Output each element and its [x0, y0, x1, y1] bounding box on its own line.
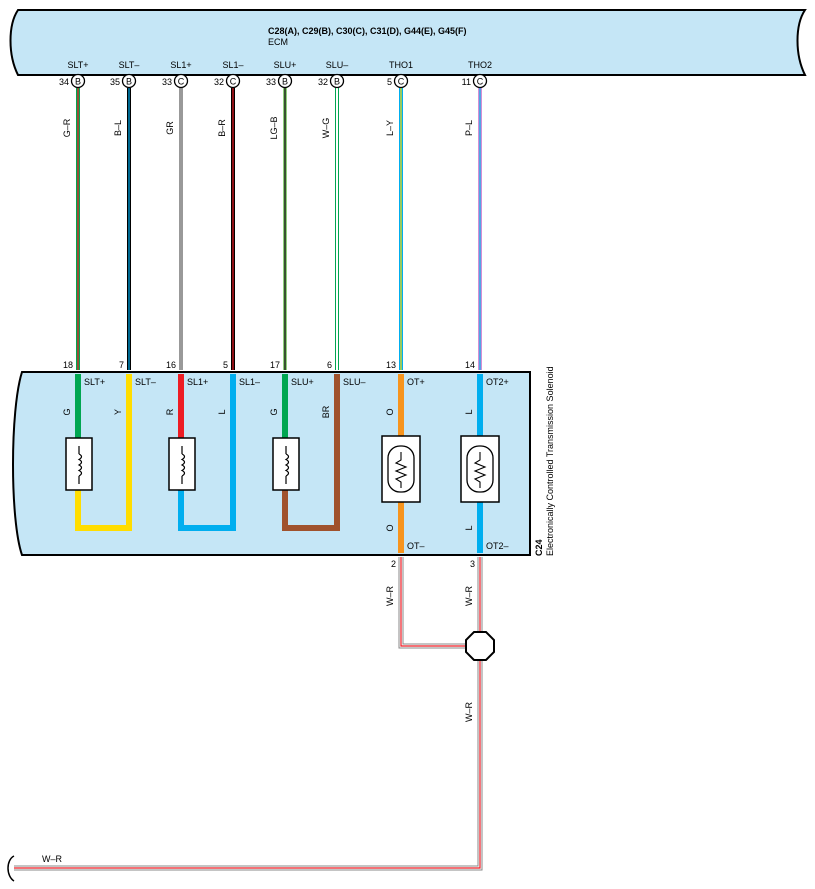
internal-color-label: L [464, 409, 474, 414]
connector-letter: B [334, 77, 340, 87]
bottom-pin-number: 2 [391, 559, 396, 569]
ecm-pin-number: 33 [162, 77, 172, 87]
ecm-connector-circles: B B C C B B C C [70, 73, 488, 89]
connector-letter: B [282, 77, 288, 87]
solenoid-signal-labels: SLT+ SLT– SL1+ SL1– SLU+ SLU– OT+ OT2+ O… [84, 377, 509, 551]
solenoid-signal-label: SLU– [343, 377, 366, 387]
connector-circle: B [277, 73, 293, 89]
wire-color-label: B–L [113, 120, 123, 136]
solenoid-signal-label: OT2+ [486, 377, 509, 387]
wire-color-label: W–R [464, 586, 474, 607]
solenoid-coil-icon [272, 437, 300, 491]
internal-color-label: G [62, 408, 72, 415]
solenoid-signal-label: OT2– [486, 541, 509, 551]
solenoid-coil-icon [65, 437, 93, 491]
connector-letter: C [178, 77, 185, 87]
connector-circle: B [70, 73, 86, 89]
thermistor-icon [460, 435, 500, 503]
solenoid-signal-label: SLU+ [291, 377, 314, 387]
wire-color-label: LG–B [269, 116, 279, 139]
ecm-signal-label: SLT– [119, 60, 140, 70]
wire-color-label: W–G [321, 118, 331, 139]
solenoid-name: Electronically Controlled Transmission S… [545, 366, 555, 556]
wire-color-label: GR [165, 121, 175, 135]
wire-color-label: L–Y [385, 120, 395, 136]
connector-circle: B [329, 73, 345, 89]
ecm-name-label: ECM [268, 37, 288, 47]
solenoid-pin-number: 6 [327, 360, 332, 370]
ecm-pin-number: 32 [214, 77, 224, 87]
harness-wire-labels: G–R B–L GR B–R LG–B W–G L–Y P–L [62, 116, 474, 139]
ecm-connectors-label: C28(A), C29(B), C30(C), C31(D), G44(E), … [268, 26, 467, 36]
internal-color-label: O [385, 408, 395, 415]
ecm-pin-number: 11 [462, 77, 471, 87]
harness-wires [76, 88, 482, 370]
ecm-pin-signals: SLT+ SLT– SL1+ SL1– SLU+ SLU– THO1 THO2 [67, 60, 492, 70]
ecm-pin-number: 34 [59, 77, 69, 87]
ecm-pin-number: 35 [110, 77, 120, 87]
ecm-signal-label: SLU– [326, 60, 349, 70]
solenoid-signal-label: OT– [407, 541, 425, 551]
internal-color-label: L [217, 409, 227, 414]
solenoid-pin-number: 17 [270, 360, 280, 370]
solenoid-signal-label: OT+ [407, 377, 425, 387]
thermistor-icon [381, 435, 421, 503]
connector-circle: C [393, 73, 409, 89]
wire-color-label: B–R [217, 119, 227, 137]
ground-wire-labels: W–R W–R W–R W–R [42, 586, 474, 865]
connector-circle: B [121, 73, 137, 89]
solenoid-pin-number: 14 [465, 360, 475, 370]
ecm-pin-number: 33 [266, 77, 276, 87]
solenoid-signal-label: SLT– [135, 377, 156, 387]
ecm-pin-number: 5 [387, 77, 392, 87]
solenoid-signal-label: SL1+ [187, 377, 208, 387]
solenoid-code: C24 [534, 539, 544, 556]
wire-color-label: W–R [42, 854, 63, 864]
ecm-signal-label: SLT+ [67, 60, 88, 70]
wire-color-label: W–R [464, 702, 474, 723]
solenoid-coil-icon [168, 437, 196, 491]
internal-color-label: Y [113, 409, 123, 415]
ecm-signal-label: SL1– [222, 60, 243, 70]
internal-color-label: L [464, 525, 474, 530]
connector-letter: C [477, 77, 484, 87]
connector-letter: C [398, 77, 405, 87]
internal-color-label: G [269, 408, 279, 415]
internal-color-label: BR [321, 405, 331, 418]
connector-letter: B [126, 77, 132, 87]
ground-wires [14, 557, 483, 871]
bottom-pin-number: 3 [470, 559, 475, 569]
ecm-pin-number: 32 [318, 77, 328, 87]
internal-color-label: O [385, 524, 395, 531]
connector-circle: C [225, 73, 241, 89]
wire-color-label: G–R [62, 118, 72, 137]
bottom-pin-numbers: 2 3 [391, 559, 475, 569]
ecm-pin-numbers: 34 35 33 32 33 32 5 11 [59, 77, 471, 87]
solenoid-signal-label: SLT+ [84, 377, 105, 387]
solenoid-pin-number: 13 [386, 360, 396, 370]
ecm-signal-label: SL1+ [170, 60, 191, 70]
ecm-signal-label: THO1 [389, 60, 413, 70]
splice-point-icon [465, 631, 495, 661]
internal-wire-labels: G Y R L G BR O L O L [62, 405, 474, 531]
solenoid-pin-number: 5 [223, 360, 228, 370]
connector-circle: C [173, 73, 189, 89]
ecm-box: C28(A), C29(B), C30(C), C31(D), G44(E), … [9, 9, 807, 76]
ecm-signal-label: SLU+ [274, 60, 297, 70]
solenoid-pin-number: 16 [166, 360, 176, 370]
internal-color-label: R [165, 408, 175, 415]
continuation-mark [7, 855, 15, 882]
wire-color-label: P–L [464, 120, 474, 136]
solenoid-title: C24 Electronically Controlled Transmissi… [534, 366, 555, 556]
solenoid-top-pin-numbers: 18 7 16 5 17 6 13 14 [63, 360, 475, 370]
solenoid-signal-label: SL1– [239, 377, 260, 387]
solenoid-pin-number: 7 [119, 360, 124, 370]
ecm-signal-label: THO2 [468, 60, 492, 70]
connector-letter: C [230, 77, 237, 87]
connector-circle: C [472, 73, 488, 89]
solenoid-pin-number: 18 [63, 360, 73, 370]
wire-color-label: W–R [385, 586, 395, 607]
connector-letter: B [75, 77, 81, 87]
